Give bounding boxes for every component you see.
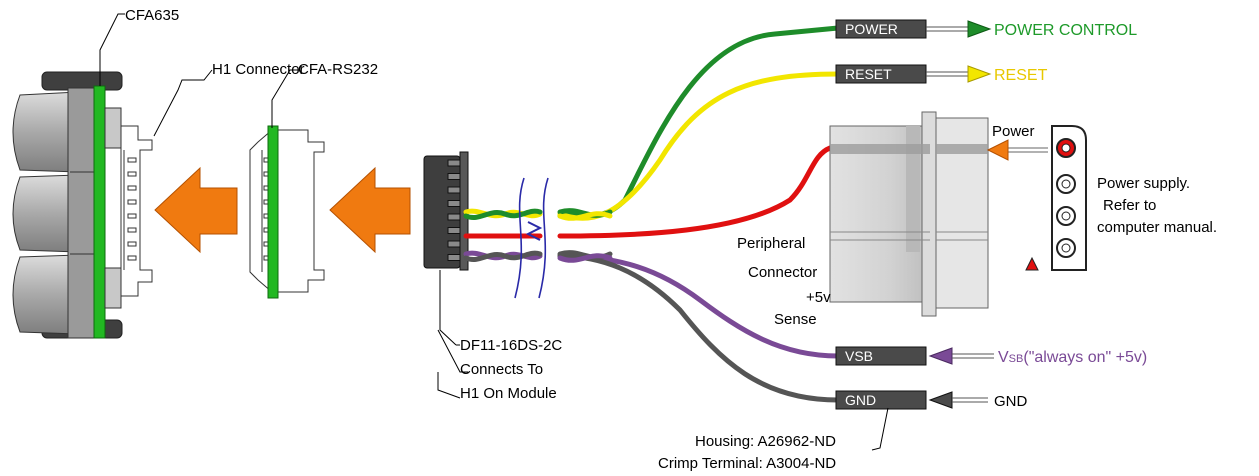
- connector-pin: [447, 227, 461, 234]
- signal-vsb: VSB("always on" +5v): [998, 349, 1147, 366]
- connector-pin: [127, 171, 137, 177]
- connector-pin: [127, 157, 137, 163]
- label-peripheral: Peripheral: [737, 235, 805, 252]
- label-housing: Housing: A26962-ND: [695, 433, 836, 450]
- tag-power-label: POWER: [845, 21, 898, 37]
- label-df11-line1: DF11-16DS-2C: [460, 337, 562, 354]
- tag-gnd-label: GND: [845, 392, 876, 408]
- keypad-buttons: [12, 87, 97, 339]
- connector-pin: [447, 186, 461, 194]
- label-power-inlet: Power: [992, 123, 1035, 140]
- connector-pin: [127, 255, 137, 261]
- label-cfa635: CFA635: [125, 7, 179, 24]
- label-sense-1: +5v: [806, 289, 831, 306]
- signal-reset: RESET: [994, 67, 1048, 84]
- wire-power: [557, 25, 841, 219]
- connector-pin: [127, 241, 137, 247]
- wires: [463, 25, 841, 403]
- signal-arrows: [926, 20, 994, 409]
- wire-gnd: [557, 253, 841, 403]
- wire-tag-vsb: VSB: [835, 346, 927, 366]
- label-connector: Connector: [748, 264, 817, 281]
- orange-arrow-left-2-icon: [329, 166, 411, 254]
- connector-pin: [127, 199, 137, 205]
- leader-lines: [99, 13, 889, 451]
- h1-header: [104, 107, 153, 309]
- signal-gnd: GND: [994, 393, 1028, 410]
- peripheral-connector: [829, 111, 989, 317]
- connector-pin: [447, 200, 461, 207]
- wire-reset: [557, 71, 841, 221]
- connector-pin: [447, 159, 461, 167]
- wire-tag-gnd: GND: [835, 390, 927, 410]
- cfa635-module: [12, 71, 153, 339]
- connector-pin: [447, 240, 461, 248]
- connector-pin: [127, 227, 137, 233]
- wire-tag-power: POWER: [835, 19, 927, 39]
- label-cfa-rs232: CFA-RS232: [298, 61, 378, 78]
- connector-pin: [127, 185, 137, 191]
- signal-power-control: POWER CONTROL: [994, 22, 1137, 39]
- orange-arrow-left-1-icon: [154, 166, 238, 254]
- signal-vsb-rest: ("always on" +5v): [1023, 349, 1147, 366]
- wire-tag-reset: RESET: [835, 64, 927, 84]
- connector-pin: [127, 213, 137, 219]
- signal-vsb-prefix: V: [998, 349, 1009, 366]
- signal-vsb-sub: SB: [1009, 353, 1024, 365]
- label-psu-line2: Refer to: [1103, 197, 1156, 214]
- power-inlet-arrow-icon: [986, 139, 1048, 161]
- label-df11-line3: H1 On Module: [460, 385, 557, 402]
- wire-sense: [463, 145, 833, 239]
- pin1-marker-icon: [1025, 256, 1039, 271]
- cfa635-pcb: [93, 85, 106, 339]
- label-sense-2: Sense: [774, 311, 817, 328]
- connector-pin: [447, 173, 461, 180]
- connector-pin: [447, 254, 461, 261]
- label-df11-line2: Connects To: [460, 361, 543, 378]
- cfa-rs232-adapter: [249, 125, 325, 299]
- cfa-rs232-pcb: [267, 125, 279, 299]
- wire-break-symbol: [514, 177, 549, 299]
- tag-vsb-label: VSB: [845, 348, 873, 364]
- label-crimp: Crimp Terminal: A3004-ND: [658, 455, 836, 472]
- label-h1-connector: H1 Connector: [212, 61, 305, 78]
- connector-pin: [447, 213, 461, 221]
- label-psu-line1: Power supply.: [1097, 175, 1190, 192]
- tag-reset-label: RESET: [845, 66, 892, 82]
- label-psu-line3: computer manual.: [1097, 219, 1217, 236]
- power-supply-pinout: [1025, 125, 1087, 271]
- df11-connector: [423, 151, 469, 271]
